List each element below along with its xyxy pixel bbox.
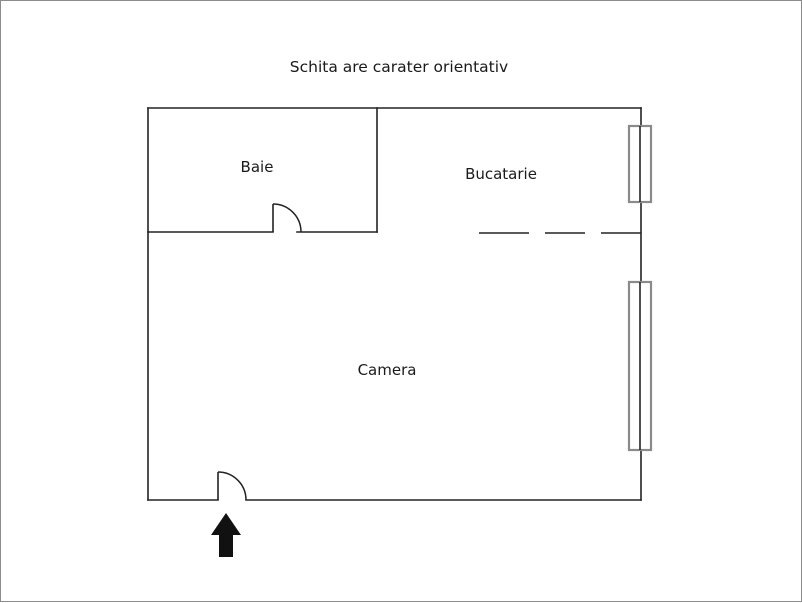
bathroom-door-swing-arc [272, 203, 302, 233]
bathroom-door [272, 203, 302, 233]
entrance-arrow-icon [211, 513, 241, 557]
room-label-bathroom: Baie [241, 158, 274, 176]
outer-walls [147, 107, 642, 501]
kitchen-window [627, 124, 653, 204]
main-room-window [627, 280, 653, 452]
room-label-main-room: Camera [358, 361, 417, 379]
plan-title: Schita are carater orientativ [290, 58, 508, 76]
room-label-kitchen: Bucatarie [465, 165, 537, 183]
entrance-door-swing-arc [217, 471, 247, 501]
interior-partitions [147, 107, 378, 233]
entrance-door [217, 471, 247, 501]
